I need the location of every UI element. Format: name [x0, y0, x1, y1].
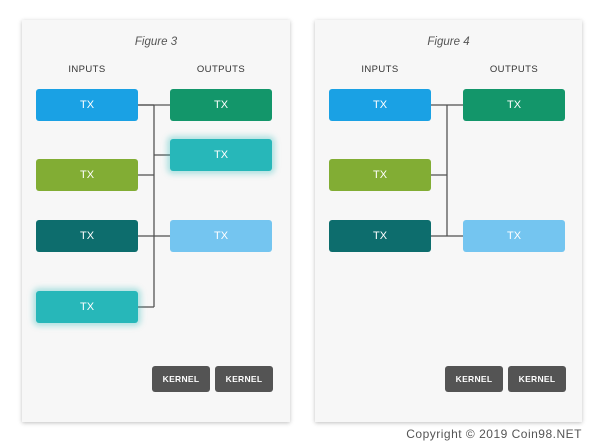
fig4-input-tx-3: TX: [329, 220, 431, 252]
fig4-output-tx-2: TX: [463, 220, 565, 252]
figure-3-connectors: [138, 104, 170, 308]
fig3-output-tx-2: TX: [170, 139, 272, 171]
fig3-kernel-1: KERNEL: [152, 366, 210, 392]
figure-title: Figure 4: [427, 36, 470, 48]
fig4-kernel-2: KERNEL: [508, 366, 566, 392]
fig3-output-tx-1: TX: [170, 89, 272, 121]
outputs-header: OUTPUTS: [489, 64, 539, 75]
fig4-kernel-1: KERNEL: [445, 366, 503, 392]
inputs-header: INPUTS: [68, 64, 106, 75]
fig3-input-tx-3: TX: [36, 220, 138, 252]
outputs-header: OUTPUTS: [196, 64, 246, 75]
fig4-input-tx-2: TX: [329, 159, 431, 191]
figure-4-connectors: [431, 104, 463, 237]
fig3-kernel-2: KERNEL: [215, 366, 273, 392]
fig3-output-tx-3: TX: [170, 220, 272, 252]
fig4-input-tx-1: TX: [329, 89, 431, 121]
figure-title: Figure 3: [134, 36, 178, 48]
inputs-header: INPUTS: [361, 64, 399, 75]
copyright-notice: Copyright © 2019 Coin98.NET: [406, 427, 582, 441]
fig3-input-tx-1: TX: [36, 89, 138, 121]
fig4-output-tx-1: TX: [463, 89, 565, 121]
figure-3-panel: Figure 3 INPUTS OUTPUTS TX TX TX TX TX T…: [22, 20, 290, 422]
fig3-input-tx-2: TX: [36, 159, 138, 191]
figure-4-panel: Figure 4 INPUTS OUTPUTS TX TX TX TX TX K…: [315, 20, 582, 422]
fig3-input-tx-4: TX: [36, 291, 138, 323]
